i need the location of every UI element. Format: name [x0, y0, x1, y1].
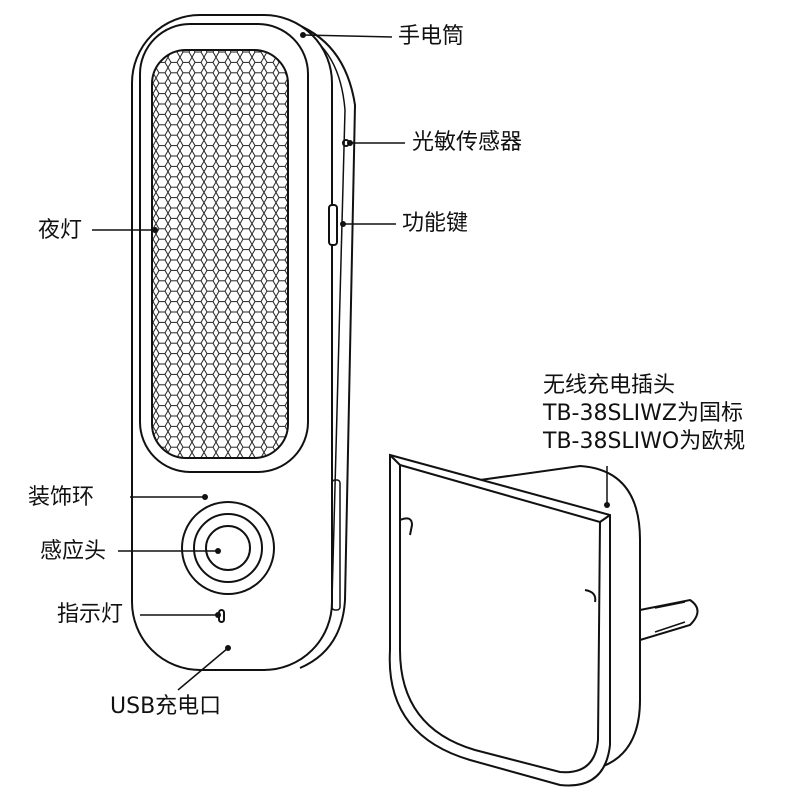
device-drawing — [131, 14, 357, 671]
sensor-head — [205, 525, 251, 571]
night-light-frame — [139, 23, 309, 473]
label-function-key: 功能键 — [402, 211, 469, 236]
label-light-sensor: 光敏传感器 — [412, 130, 523, 155]
label-usb-port: USB充电口 — [110, 694, 222, 719]
label-night-light: 夜灯 — [38, 218, 83, 243]
plug-drawing — [388, 453, 699, 787]
leader-dots — [152, 32, 610, 651]
label-sensor-head: 感应头 — [40, 539, 107, 564]
night-light-mesh — [151, 49, 289, 459]
plug-label: 无线充电插头 TB-38SLIWZ为国标 TB-38SLIWO为欧规 — [543, 372, 745, 456]
label-flashlight: 手电筒 — [398, 24, 465, 49]
plug-title: 无线充电插头 — [543, 373, 676, 398]
decor-ring — [181, 501, 275, 595]
plug-model-eu: TB-38SLIWO为欧规 — [543, 429, 746, 454]
label-indicator: 指示灯 — [57, 602, 124, 627]
plug-model-cn: TB-38SLIWZ为国标 — [543, 401, 743, 426]
function-key — [328, 204, 338, 246]
label-decor-ring: 装饰环 — [28, 485, 95, 510]
leader-lines — [92, 34, 608, 691]
